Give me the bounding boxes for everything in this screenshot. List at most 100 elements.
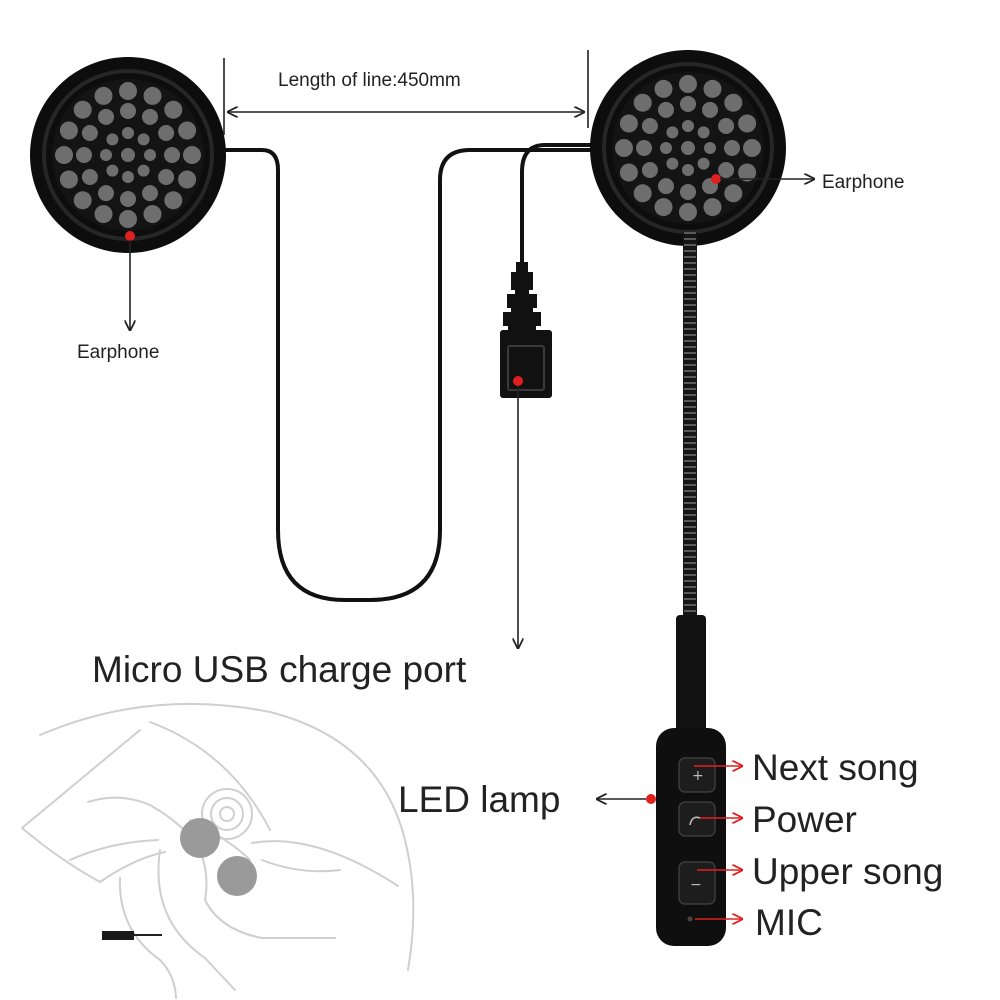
control-callouts: [694, 766, 742, 919]
speaker-hole: [641, 118, 658, 134]
speaker-hole: [680, 96, 696, 112]
speaker-hole: [619, 114, 638, 133]
prev-button-glyph: −: [690, 877, 702, 893]
speaker-hole: [697, 157, 710, 170]
speaker-hole: [703, 79, 722, 98]
callout-arrows: [130, 179, 814, 799]
earphone-left: [30, 57, 226, 253]
speaker-hole: [106, 164, 119, 177]
speaker-hole: [98, 185, 114, 202]
label-earphone-left: Earphone: [77, 342, 159, 363]
helmet-speaker-lower: [217, 856, 257, 896]
speaker-hole: [98, 108, 114, 125]
speaker-hole: [164, 147, 180, 163]
label-mic: MIC: [755, 902, 823, 943]
speaker-hole: [682, 120, 694, 132]
speaker-hole: [633, 93, 652, 112]
speaker-hole: [142, 185, 158, 202]
speaker-grille-right: [615, 75, 761, 221]
speaker-hole: [724, 184, 743, 203]
speaker-hole: [738, 163, 757, 182]
marker-usb-port: [513, 376, 523, 386]
speaker-hole: [660, 142, 672, 154]
speaker-hole: [738, 114, 757, 133]
speaker-hole: [73, 191, 92, 210]
speaker-hole: [680, 184, 696, 200]
speaker-hole: [122, 171, 134, 183]
speaker-hole: [641, 162, 658, 178]
helmet-speaker-upper: [180, 818, 220, 858]
speaker-hole: [183, 146, 201, 164]
speaker-hole: [142, 108, 158, 125]
speaker-hole: [164, 100, 183, 119]
speaker-hole: [94, 86, 113, 105]
speaker-grille-left: [55, 82, 201, 228]
speaker-hole: [100, 149, 112, 161]
speaker-hole: [158, 169, 175, 185]
speaker-hole: [679, 203, 697, 221]
speaker-hole: [94, 205, 113, 224]
label-upper-song: Upper song: [752, 851, 943, 892]
label-power: Power: [752, 799, 857, 840]
speaker-hole: [158, 125, 175, 141]
speaker-hole: [666, 126, 679, 139]
speaker-hole: [619, 163, 638, 182]
power-button-glyph: [689, 816, 701, 826]
speaker-hole: [119, 82, 137, 100]
speaker-hole: [121, 148, 135, 162]
speaker-hole: [120, 103, 136, 119]
speaker-hole: [636, 140, 652, 156]
speaker-hole: [702, 101, 718, 118]
speaker-hole: [679, 75, 697, 93]
speaker-hole: [76, 147, 92, 163]
speaker-hole: [120, 191, 136, 207]
speaker-hole: [704, 142, 716, 154]
marker-earphone-right: [711, 174, 721, 184]
control-module: + −: [656, 728, 726, 946]
speaker-hole: [178, 170, 197, 189]
speaker-hole: [718, 162, 735, 178]
earphone-right: [590, 50, 786, 246]
speaker-hole: [682, 164, 694, 176]
speaker-hole: [615, 139, 633, 157]
speaker-hole: [55, 146, 73, 164]
helmet-plug: [102, 931, 162, 940]
mic-hole: [687, 916, 693, 922]
speaker-hole: [106, 133, 119, 146]
helmet-illustration: [21, 702, 415, 999]
speaker-hole: [59, 170, 78, 189]
speaker-hole: [119, 210, 137, 228]
label-led-lamp: LED lamp: [398, 779, 560, 820]
speaker-hole: [73, 100, 92, 119]
speaker-hole: [724, 140, 740, 156]
speaker-hole: [654, 198, 673, 217]
speaker-hole: [658, 101, 674, 118]
speaker-hole: [724, 93, 743, 112]
speaker-hole: [81, 125, 98, 141]
speaker-hole: [122, 127, 134, 139]
speaker-hole: [743, 139, 761, 157]
marker-earphone-left: [125, 231, 135, 241]
label-earphone-right: Earphone: [822, 172, 904, 193]
cable-usb: [520, 143, 600, 267]
micro-usb-connector: [500, 262, 552, 398]
speaker-hole: [718, 118, 735, 134]
speaker-hole: [137, 164, 150, 177]
speaker-hole: [681, 141, 695, 155]
speaker-hole: [178, 121, 197, 140]
dimension-indicator: [223, 50, 589, 135]
speaker-hole: [658, 178, 674, 195]
speaker-hole: [81, 169, 98, 185]
speaker-hole: [164, 191, 183, 210]
gooseneck-arm: [676, 232, 706, 735]
label-length-of-line: Length of line:450mm: [278, 70, 461, 91]
speaker-hole: [697, 126, 710, 139]
cables: [213, 143, 600, 602]
speaker-hole: [703, 198, 722, 217]
red-markers: [125, 174, 721, 804]
marker-led-lamp: [646, 794, 656, 804]
cable-left-loop: [213, 148, 600, 602]
speaker-hole: [137, 133, 150, 146]
speaker-hole: [654, 79, 673, 98]
